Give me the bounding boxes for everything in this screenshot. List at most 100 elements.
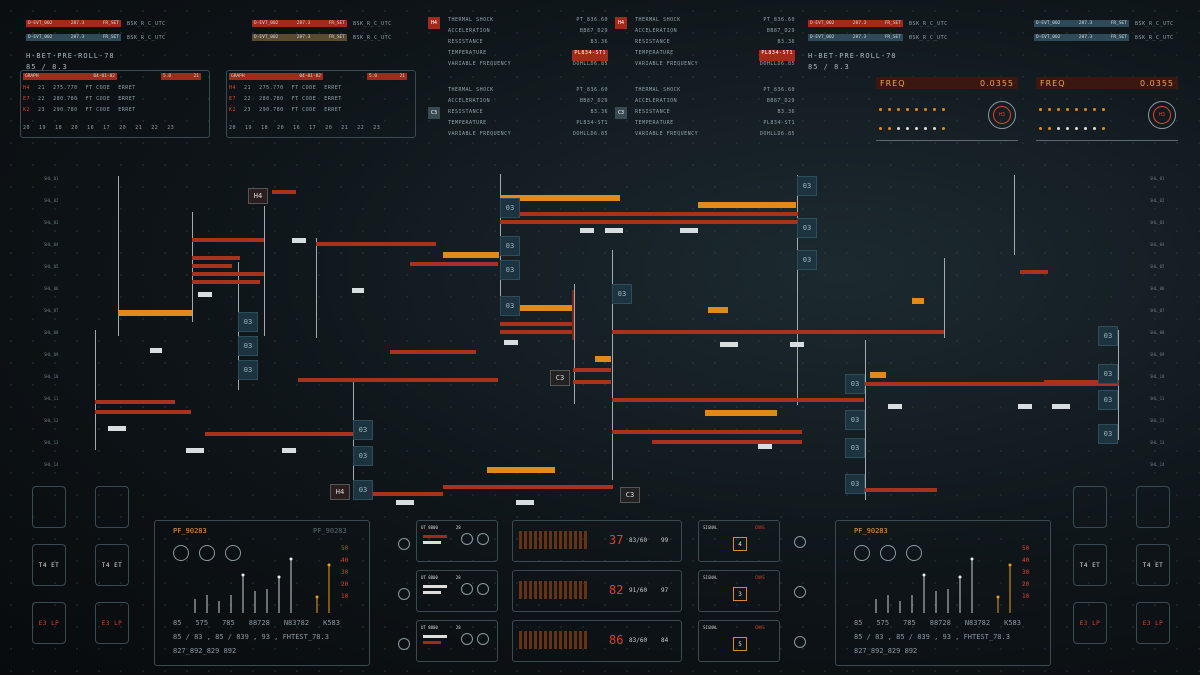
preroll-sub: 85 / 8.3 xyxy=(808,63,850,71)
side-button[interactable]: E3 LP xyxy=(1073,602,1107,644)
side-button[interactable] xyxy=(1136,486,1170,528)
side-button[interactable]: E3 LP xyxy=(1136,602,1170,644)
signal-panel[interactable]: SIGNAL CNVS 5 xyxy=(698,620,780,662)
crosshair-icon[interactable] xyxy=(398,638,410,650)
pf-line3: 827_892_829 892 xyxy=(854,647,918,655)
crosshair-icon[interactable] xyxy=(794,586,806,598)
slot-box: 03 xyxy=(500,198,520,218)
dial-icon xyxy=(477,533,489,545)
side-button[interactable]: E3 LP xyxy=(32,602,66,644)
tag-utc: BSK_R_C_UTC xyxy=(127,20,166,27)
crosshair-icon[interactable] xyxy=(794,536,806,548)
side-button[interactable] xyxy=(95,486,129,528)
compass-icon[interactable] xyxy=(854,545,870,561)
compass-icon[interactable] xyxy=(880,545,896,561)
slot-box: 03 xyxy=(353,420,373,440)
slot-box: 03 xyxy=(500,296,520,316)
slot-box: 03 xyxy=(845,374,865,394)
tag-utc: BSK_R_C_UTC xyxy=(1135,20,1174,27)
velocity-panel[interactable]: 86 83/60 84 xyxy=(512,620,682,662)
pf-line3: 827_892_829 892 xyxy=(173,647,237,655)
side-button[interactable]: T4 ET xyxy=(32,544,66,586)
dial-icon xyxy=(477,633,489,645)
slot-box: 03 xyxy=(1098,326,1118,346)
slot-box: 03 xyxy=(500,236,520,256)
pf-spikes xyxy=(875,557,1012,613)
side-button[interactable] xyxy=(32,486,66,528)
spec-badge: H4 xyxy=(428,17,440,29)
slot-box: 03 xyxy=(238,336,258,356)
pf-spikes xyxy=(194,557,331,613)
h4-badge: H4 xyxy=(248,188,268,204)
slot-box: 03 xyxy=(353,446,373,466)
slot-box: 03 xyxy=(797,218,817,238)
side-button[interactable]: E3 LP xyxy=(95,602,129,644)
h4-badge: H4 xyxy=(330,484,350,500)
crosshair-icon[interactable] xyxy=(794,636,806,648)
slot-box: 03 xyxy=(845,474,865,494)
slot-box: 03 xyxy=(845,438,865,458)
compass-icon[interactable] xyxy=(225,545,241,561)
freq-dots xyxy=(1036,99,1131,137)
freq-dots xyxy=(876,99,971,137)
side-button[interactable] xyxy=(1073,486,1107,528)
crosshair-icon[interactable] xyxy=(398,588,410,600)
side-button[interactable]: T4 ET xyxy=(95,544,129,586)
velocity-panel[interactable]: 37 83/60 99 xyxy=(512,520,682,562)
slot-box: 03 xyxy=(1098,364,1118,384)
pf-line2: 85 / 83 , 85 / 839 , 93 , FHTEST_78.3 xyxy=(854,633,1010,641)
spec-badge: C3 xyxy=(428,107,440,119)
spec-badge: H4 xyxy=(615,17,627,29)
preroll-title: H-BET-PRE-ROLL-78 xyxy=(26,52,115,60)
compass-icon[interactable] xyxy=(199,545,215,561)
tag-utc: BSK_R_C_UTC xyxy=(353,34,392,41)
velocity-panel[interactable]: 82 91/60 97 xyxy=(512,570,682,612)
side-button[interactable]: T4 ET xyxy=(1136,544,1170,586)
signal-panel[interactable]: SIGNAL CNVS 3 xyxy=(698,570,780,612)
dial-icon xyxy=(461,533,473,545)
tag-utc: BSK_R_C_UTC xyxy=(1135,34,1174,41)
signal-panel[interactable]: SIGNAL CNVS 4 xyxy=(698,520,780,562)
slot-box: 03 xyxy=(612,284,632,304)
slot-box: 03 xyxy=(797,250,817,270)
side-button[interactable]: T4 ET xyxy=(1073,544,1107,586)
c3-badge: C3 xyxy=(550,370,570,386)
crosshair-icon[interactable] xyxy=(398,538,410,550)
compass-icon[interactable] xyxy=(906,545,922,561)
slot-box: 03 xyxy=(353,480,373,500)
compass-icon[interactable] xyxy=(173,545,189,561)
target-icon: H3 xyxy=(1148,101,1176,129)
